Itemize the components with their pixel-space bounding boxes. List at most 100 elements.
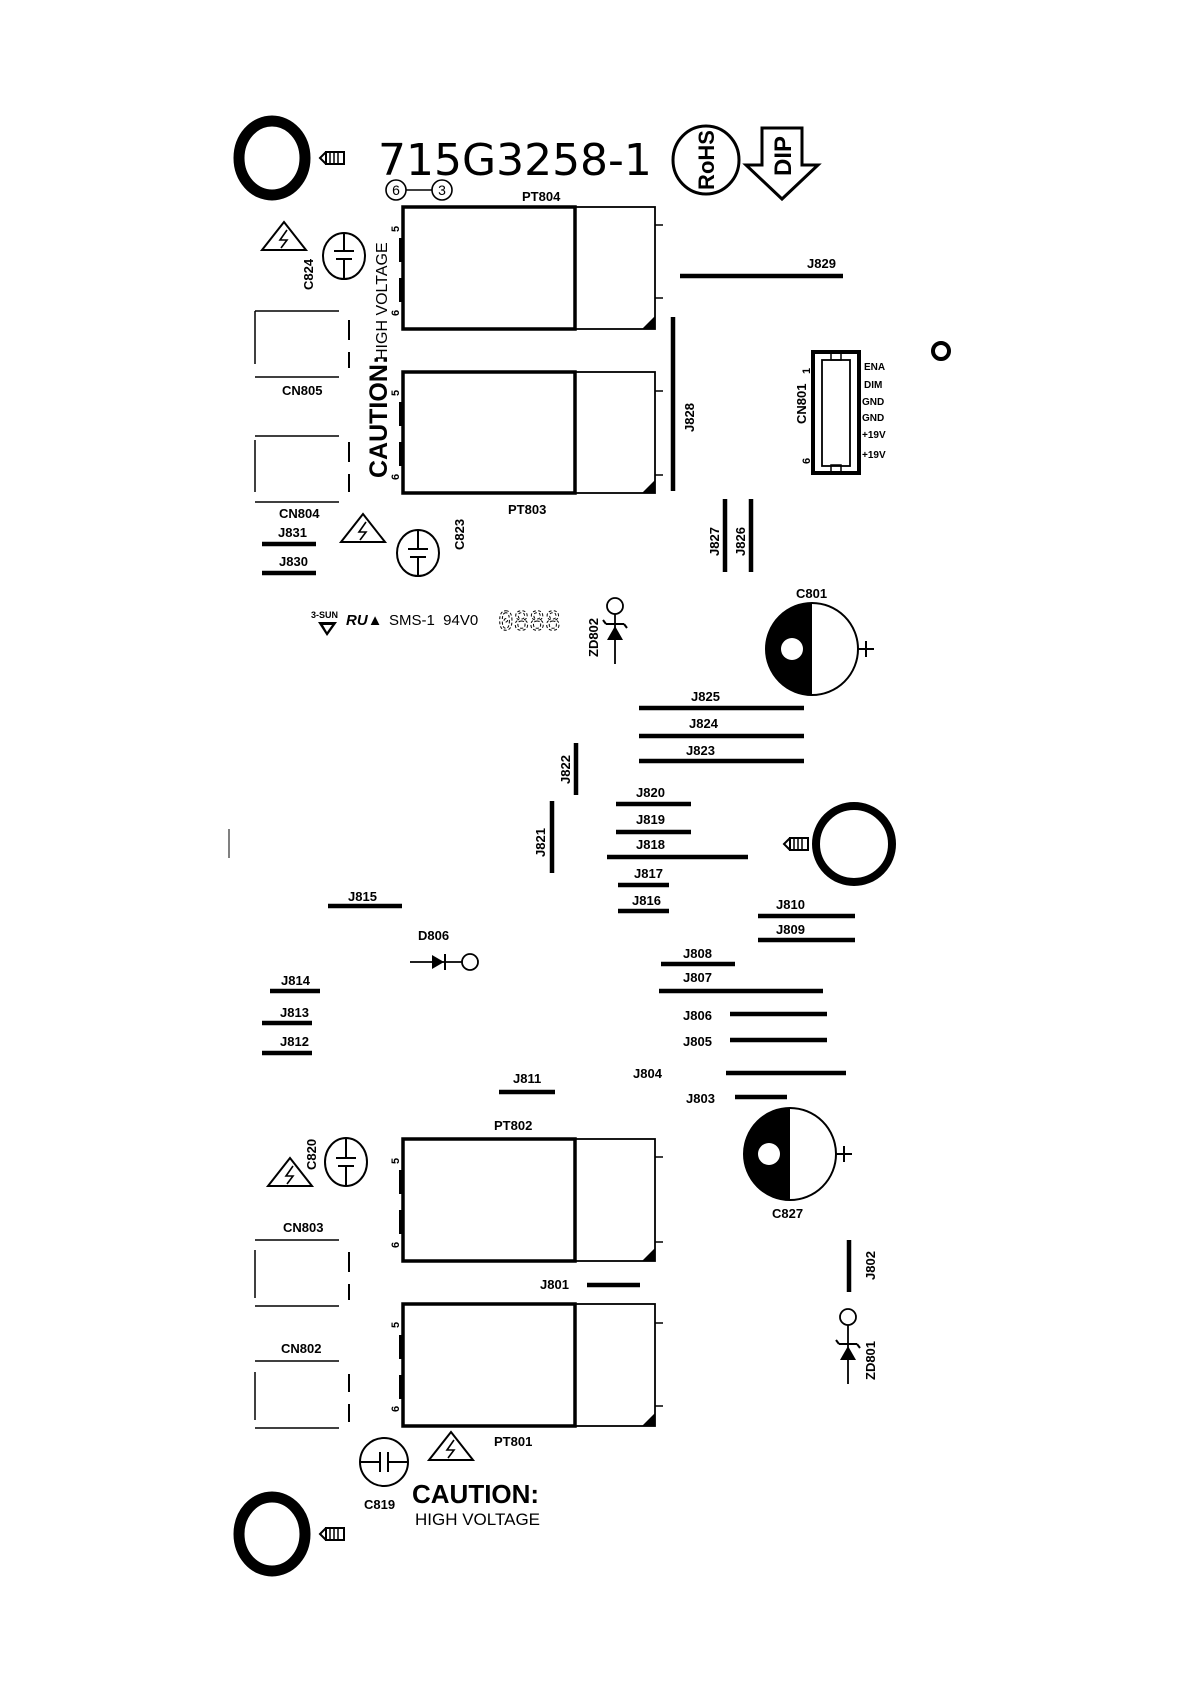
cn801-signal-19v: +19V — [862, 430, 886, 441]
label-j818: J818 — [636, 837, 665, 852]
transformer-pt804 — [399, 205, 663, 331]
label-c801: C801 — [796, 586, 827, 601]
label-j824: J824 — [689, 716, 719, 731]
mounting-hole-right — [812, 802, 896, 886]
cn801-signal-19v: +19V — [862, 450, 886, 461]
date-code: 0888 — [498, 607, 561, 637]
caution-vertical-subtitle: HIGH VOLTAGE — [374, 242, 391, 360]
label-j816: J816 — [632, 893, 661, 908]
screw-icon-bottom — [318, 1527, 345, 1541]
rohs-badge: RoHS — [671, 124, 741, 196]
label-pt801: PT801 — [494, 1434, 532, 1449]
screw-icon-right — [782, 837, 809, 851]
maker-logo-icon — [318, 622, 337, 636]
capacitor-c824 — [322, 232, 366, 280]
label-c824: C824 — [301, 258, 316, 290]
cn801-signal-gnd: GND — [862, 413, 884, 424]
capacitor-c827 — [743, 1107, 852, 1201]
label-j807: J807 — [683, 970, 712, 985]
label-zd802: ZD802 — [586, 618, 601, 657]
label-j814: J814 — [281, 973, 311, 988]
label-pt802: PT802 — [494, 1118, 532, 1133]
connector-cn804 — [254, 435, 350, 503]
label-j828: J828 — [682, 403, 697, 432]
caution-vertical: CAUTION: HIGH VOLTAGE — [365, 242, 393, 478]
label-cn801: CN801 — [794, 384, 809, 424]
label-j811: J811 — [513, 1071, 541, 1086]
label-j810: J810 — [776, 897, 805, 912]
warning-icon-1 — [259, 220, 309, 251]
label-j830: J830 — [279, 554, 308, 569]
maker-logo-text: 3-SUN — [311, 610, 338, 620]
label-c820: C820 — [304, 1139, 319, 1170]
label-j831: J831 — [278, 525, 307, 540]
label-j815: J815 — [348, 889, 377, 904]
cn801-signal-ena: ENA — [864, 362, 885, 373]
pt803-pin6: 6 — [390, 474, 402, 480]
label-j805: J805 — [683, 1034, 712, 1049]
label-j804: J804 — [633, 1066, 663, 1081]
version-marks: 6 3 — [385, 179, 453, 201]
pt802-pin6: 6 — [390, 1242, 402, 1248]
fiducial-mark — [931, 341, 951, 361]
transformer-pt803 — [399, 370, 663, 495]
connector-cn803 — [254, 1239, 350, 1307]
capacitor-c819 — [359, 1437, 409, 1487]
label-j823: J823 — [686, 743, 715, 758]
label-j801: J801 — [540, 1277, 569, 1292]
capacitor-c823 — [396, 529, 440, 577]
connector-cn805 — [254, 310, 350, 378]
caution-bottom-word: CAUTION: — [412, 1479, 539, 1509]
screw-icon-top — [318, 151, 345, 165]
mounting-hole-top-left — [233, 115, 311, 201]
caution-bottom-subtitle: HIGH VOLTAGE — [415, 1510, 540, 1529]
dip-arrow-icon: DIP — [742, 126, 822, 202]
mounting-hole-bottom-left — [233, 1491, 311, 1577]
label-d806: D806 — [418, 928, 449, 943]
label-pt803: PT803 — [508, 502, 546, 517]
label-j806: J806 — [683, 1008, 712, 1023]
pt803-pin5: 5 — [390, 390, 402, 396]
label-cn805: CN805 — [282, 383, 322, 398]
board-grade: SMS-1 94V0 — [389, 612, 478, 629]
version-left: 6 — [392, 182, 400, 198]
part-number: 715G3258-1 — [378, 135, 652, 186]
label-j819: J819 — [636, 812, 665, 827]
connector-cn801 — [811, 350, 861, 475]
label-j827: J827 — [707, 527, 722, 556]
label-j821: J821 — [533, 828, 548, 857]
label-zd801: ZD801 — [863, 1341, 878, 1380]
label-j825: J825 — [691, 689, 720, 704]
label-j803: J803 — [686, 1091, 715, 1106]
label-cn804: CN804 — [279, 506, 320, 521]
label-j817: J817 — [634, 866, 663, 881]
label-cn803: CN803 — [283, 1220, 323, 1235]
capacitor-c820 — [324, 1137, 368, 1187]
label-j808: J808 — [683, 946, 712, 961]
pt804-pin6: 6 — [390, 310, 402, 316]
cn801-pin6: 6 — [801, 458, 813, 464]
ul-mark: RU▲ — [346, 612, 383, 629]
rohs-text: RoHS — [694, 130, 719, 190]
warning-icon-4 — [426, 1430, 476, 1461]
cn801-signal-dim: DIM — [864, 380, 882, 391]
cn801-signal-gnd: GND — [862, 397, 884, 408]
warning-icon-3 — [265, 1156, 315, 1187]
diode-d806 — [410, 953, 479, 971]
pt802-pin5: 5 — [390, 1158, 402, 1164]
pt801-pin5: 5 — [390, 1322, 402, 1328]
zener-zd801 — [835, 1308, 861, 1384]
label-cn802: CN802 — [281, 1341, 321, 1356]
label-c819: C819 — [364, 1497, 395, 1512]
label-j813: J813 — [280, 1005, 309, 1020]
label-j809: J809 — [776, 922, 805, 937]
warning-icon-2 — [338, 512, 388, 543]
label-pt804: PT804 — [522, 189, 561, 204]
version-right: 3 — [438, 182, 446, 198]
cn801-pin1: 1 — [801, 368, 813, 374]
label-c823: C823 — [452, 519, 467, 550]
label-j829: J829 — [807, 256, 836, 271]
transformer-pt801 — [399, 1302, 663, 1428]
label-j822: J822 — [558, 755, 573, 784]
